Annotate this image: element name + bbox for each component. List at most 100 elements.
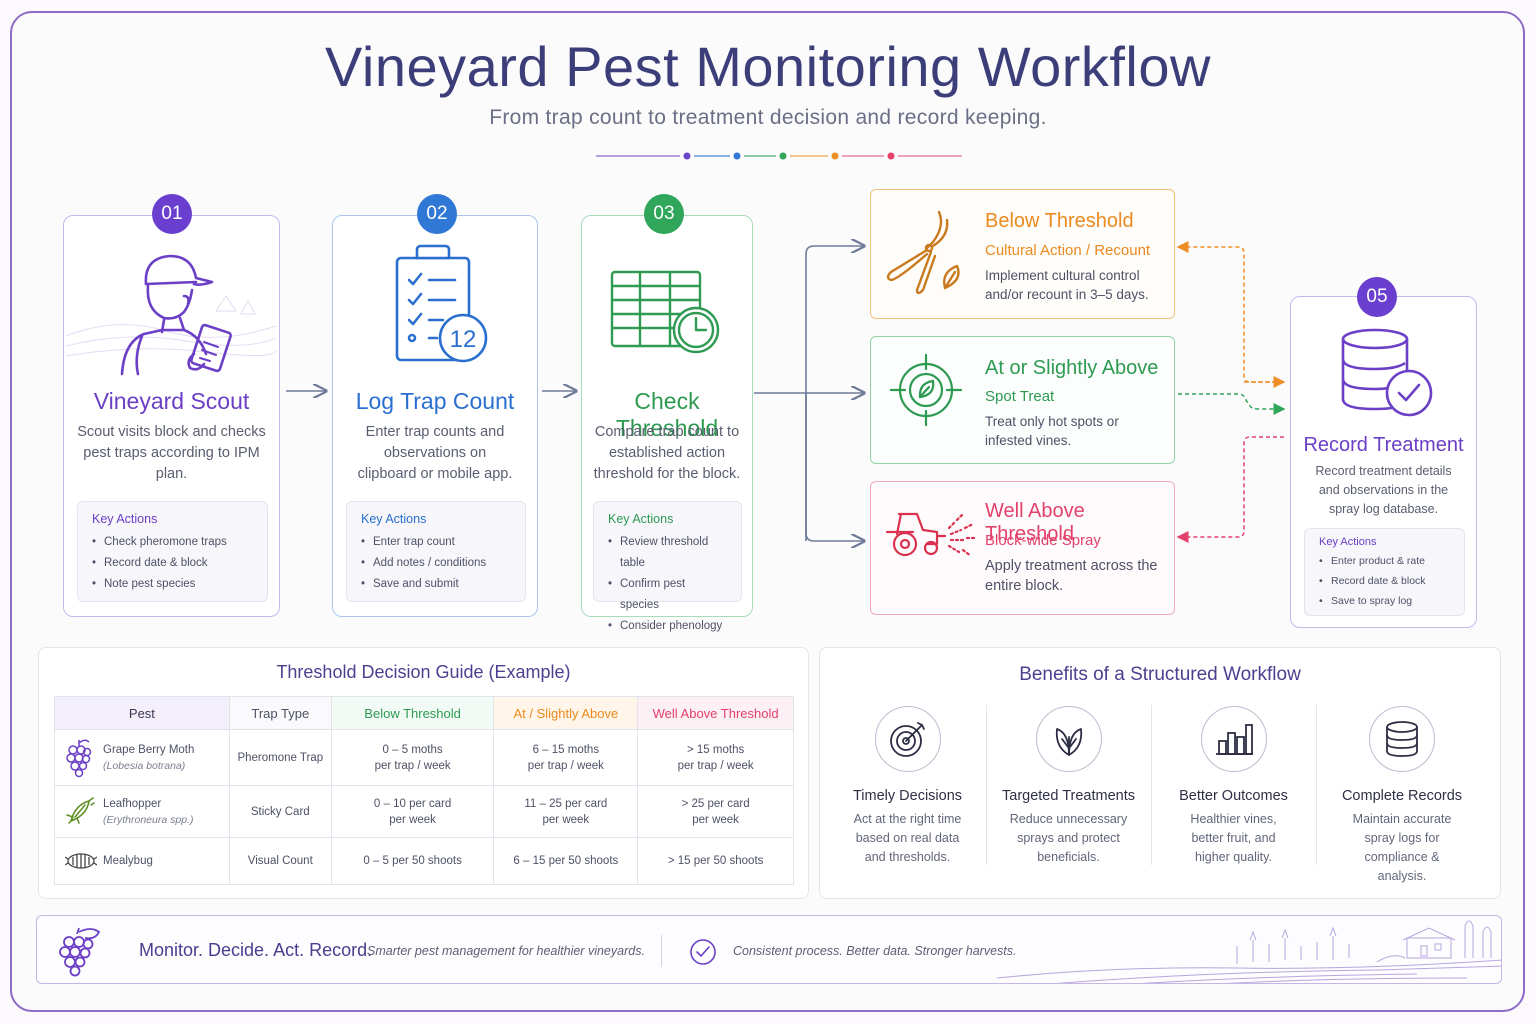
grape-cluster-icon xyxy=(66,739,92,777)
key-action-item: Enter trap count xyxy=(361,532,511,553)
benefit-description: Healthier vines, better fruit, and highe… xyxy=(1190,812,1277,864)
key-action-item: Enter product & rate xyxy=(1319,551,1450,571)
benefit-title: Timely Decisions xyxy=(852,788,963,804)
benefit-item: Targeted Treatments Reduce unnecessary s… xyxy=(987,706,1150,867)
step-number-badge: 02 xyxy=(417,194,457,234)
cell-line: > 15 moths xyxy=(687,743,745,756)
leafhopper-icon xyxy=(66,796,95,824)
footer-banner: Monitor. Decide. Act. Record. Smarter pe… xyxy=(36,915,1502,984)
grape-cluster-icon xyxy=(59,927,101,977)
benefit-separator xyxy=(986,705,987,865)
decision-title: At or Slightly Above xyxy=(985,357,1159,379)
benefit-icon-circle xyxy=(1200,706,1267,772)
step-card-log-trap-count: 12 Log Trap Count Enter trap counts and … xyxy=(332,215,538,617)
pest-scientific-name: (Lobesia botrana) xyxy=(103,759,186,772)
footer-tagline: Smarter pest management for healthier vi… xyxy=(367,944,645,958)
step-description: Enter trap counts and observations on cl… xyxy=(357,424,513,482)
well-above-cell: > 15 per 50 shoots xyxy=(637,837,794,885)
pest-name: Mealybug xyxy=(103,855,153,867)
step-card-record-treatment: Record Treatment Record treatment detail… xyxy=(1290,296,1477,628)
key-actions-title: Key Actions xyxy=(92,512,158,526)
step-number-badge: 05 xyxy=(1357,277,1397,317)
benefit-icon-circle xyxy=(1035,706,1102,772)
key-actions-box: Key Actions Enter trap count Add notes /… xyxy=(346,501,526,602)
cell-line: per week xyxy=(542,813,590,826)
key-action-item: Check pheromone traps xyxy=(92,532,253,553)
benefit-title: Better Outcomes xyxy=(1179,788,1288,804)
step-number-badge: 01 xyxy=(152,194,192,234)
pest-name: Grape Berry Moth xyxy=(103,743,195,756)
step-title: Vineyard Scout xyxy=(93,388,250,414)
trap-type-cell: Visual Count xyxy=(228,837,332,885)
decision-title: Well Above Threshold xyxy=(985,500,1085,545)
key-actions-box: Key Actions Check pheromone traps Record… xyxy=(77,501,268,602)
mealybug-icon xyxy=(65,853,97,869)
database-icon xyxy=(1386,721,1418,757)
step-description: Compare trap count to established action… xyxy=(593,424,741,482)
footer-tagline-secondary: Consistent process. Better data. Stronge… xyxy=(733,944,1017,958)
footer-motto: Monitor. Decide. Act. Record. xyxy=(139,940,373,960)
threshold-guide-title: Threshold Decision Guide (Example) xyxy=(276,662,571,682)
decision-card-well-above-threshold: Well Above Threshold Block-wide Spray Ap… xyxy=(870,481,1175,615)
tractor-sprayer-icon xyxy=(885,512,975,558)
decision-title: Below Threshold xyxy=(985,210,1134,232)
key-action-item: Save to spray log xyxy=(1319,591,1450,611)
step-title: Record Treatment xyxy=(1303,434,1464,456)
key-action-item: Record date & block xyxy=(1319,571,1450,591)
vineyard-landscape-icon xyxy=(997,920,1501,983)
benefit-item: Complete Records Maintain accurate spray… xyxy=(1317,706,1487,886)
bar-chart-icon xyxy=(1215,724,1253,755)
table-header-cell: Well Above Threshold xyxy=(637,696,794,730)
pest-cell: Grape Berry Moth (Lobesia botrana) xyxy=(54,729,230,786)
key-action-item: Note pest species xyxy=(92,574,253,595)
benefit-description: Act at the right time based on real data… xyxy=(853,812,962,864)
decision-subtitle: Spot Treat xyxy=(985,388,1055,405)
key-actions-title: Key Actions xyxy=(608,512,674,526)
table-header-cell: Pest xyxy=(54,696,230,730)
benefits-panel: Benefits of a Structured Workflow xyxy=(819,647,1501,899)
below-threshold-cell: 0 – 5 per 50 shoots xyxy=(330,837,495,885)
benefits-title: Benefits of a Structured Workflow xyxy=(1019,664,1301,685)
decision-subtitle: Block-wide Spray xyxy=(985,532,1101,549)
table-header-cell: At / Slightly Above xyxy=(493,696,639,730)
target-leaf-icon xyxy=(889,353,963,427)
step-card-check-threshold: Check Threshold Compare trap count to es… xyxy=(581,215,753,637)
table-row: Leafhopper (Erythroneura spp.) Sticky Ca… xyxy=(54,785,794,838)
cell-line: per trap / week xyxy=(527,759,604,772)
cell-line: 0 – 10 per card xyxy=(373,797,452,810)
benefit-description: Reduce unnecessary sprays and protect be… xyxy=(1009,812,1128,864)
scout-with-clipboard-icon xyxy=(120,254,232,376)
clipboard-count-text: 12 xyxy=(450,326,477,353)
key-action-item: Record date & block xyxy=(92,553,253,574)
benefit-separator xyxy=(1151,705,1152,865)
table-header-cell: Below Threshold xyxy=(330,696,495,730)
cell-line: 6 – 15 moths xyxy=(532,743,600,756)
benefit-item: Timely Decisions Act at the right time b… xyxy=(826,706,989,867)
table-header-row: Pest Trap Type Below Threshold At / Slig… xyxy=(54,696,794,730)
step-description: Scout visits block and checks pest traps… xyxy=(77,424,266,482)
pest-scientific-name: (Erythroneura spp.) xyxy=(103,813,194,826)
benefit-title: Complete Records xyxy=(1341,788,1463,804)
cell-line: per week xyxy=(389,813,436,826)
step-description: Record treatment details and observation… xyxy=(1315,464,1452,516)
cell-line: > 25 per card xyxy=(681,797,750,810)
clipboard-checklist-icon: 12 xyxy=(395,244,488,363)
benefit-separator xyxy=(1316,705,1317,865)
decorative-divider xyxy=(596,152,962,160)
benefit-item: Better Outcomes Healthier vines, better … xyxy=(1152,706,1315,867)
table-row: Mealybug Visual Count 0 – 5 per 50 shoot… xyxy=(54,837,794,885)
below-threshold-cell: 0 – 10 per card per week xyxy=(330,785,495,838)
trap-type-cell: Sticky Card xyxy=(228,785,332,838)
decision-subtitle: Cultural Action / Recount xyxy=(985,242,1151,259)
pest-name: Leafhopper xyxy=(103,797,162,810)
at-threshold-cell: 6 – 15 moths per trap / week xyxy=(493,729,639,786)
step-card-vineyard-scout: Vineyard Scout Scout visits block and ch… xyxy=(63,215,280,617)
key-actions-box: Key Actions Enter product & rate Record … xyxy=(1304,528,1465,616)
key-action-item: Confirm pest species xyxy=(608,574,727,616)
key-action-item: Review threshold table xyxy=(608,532,727,574)
check-circle-icon xyxy=(690,939,716,965)
pruning-shears-leaf-icon xyxy=(886,210,960,294)
